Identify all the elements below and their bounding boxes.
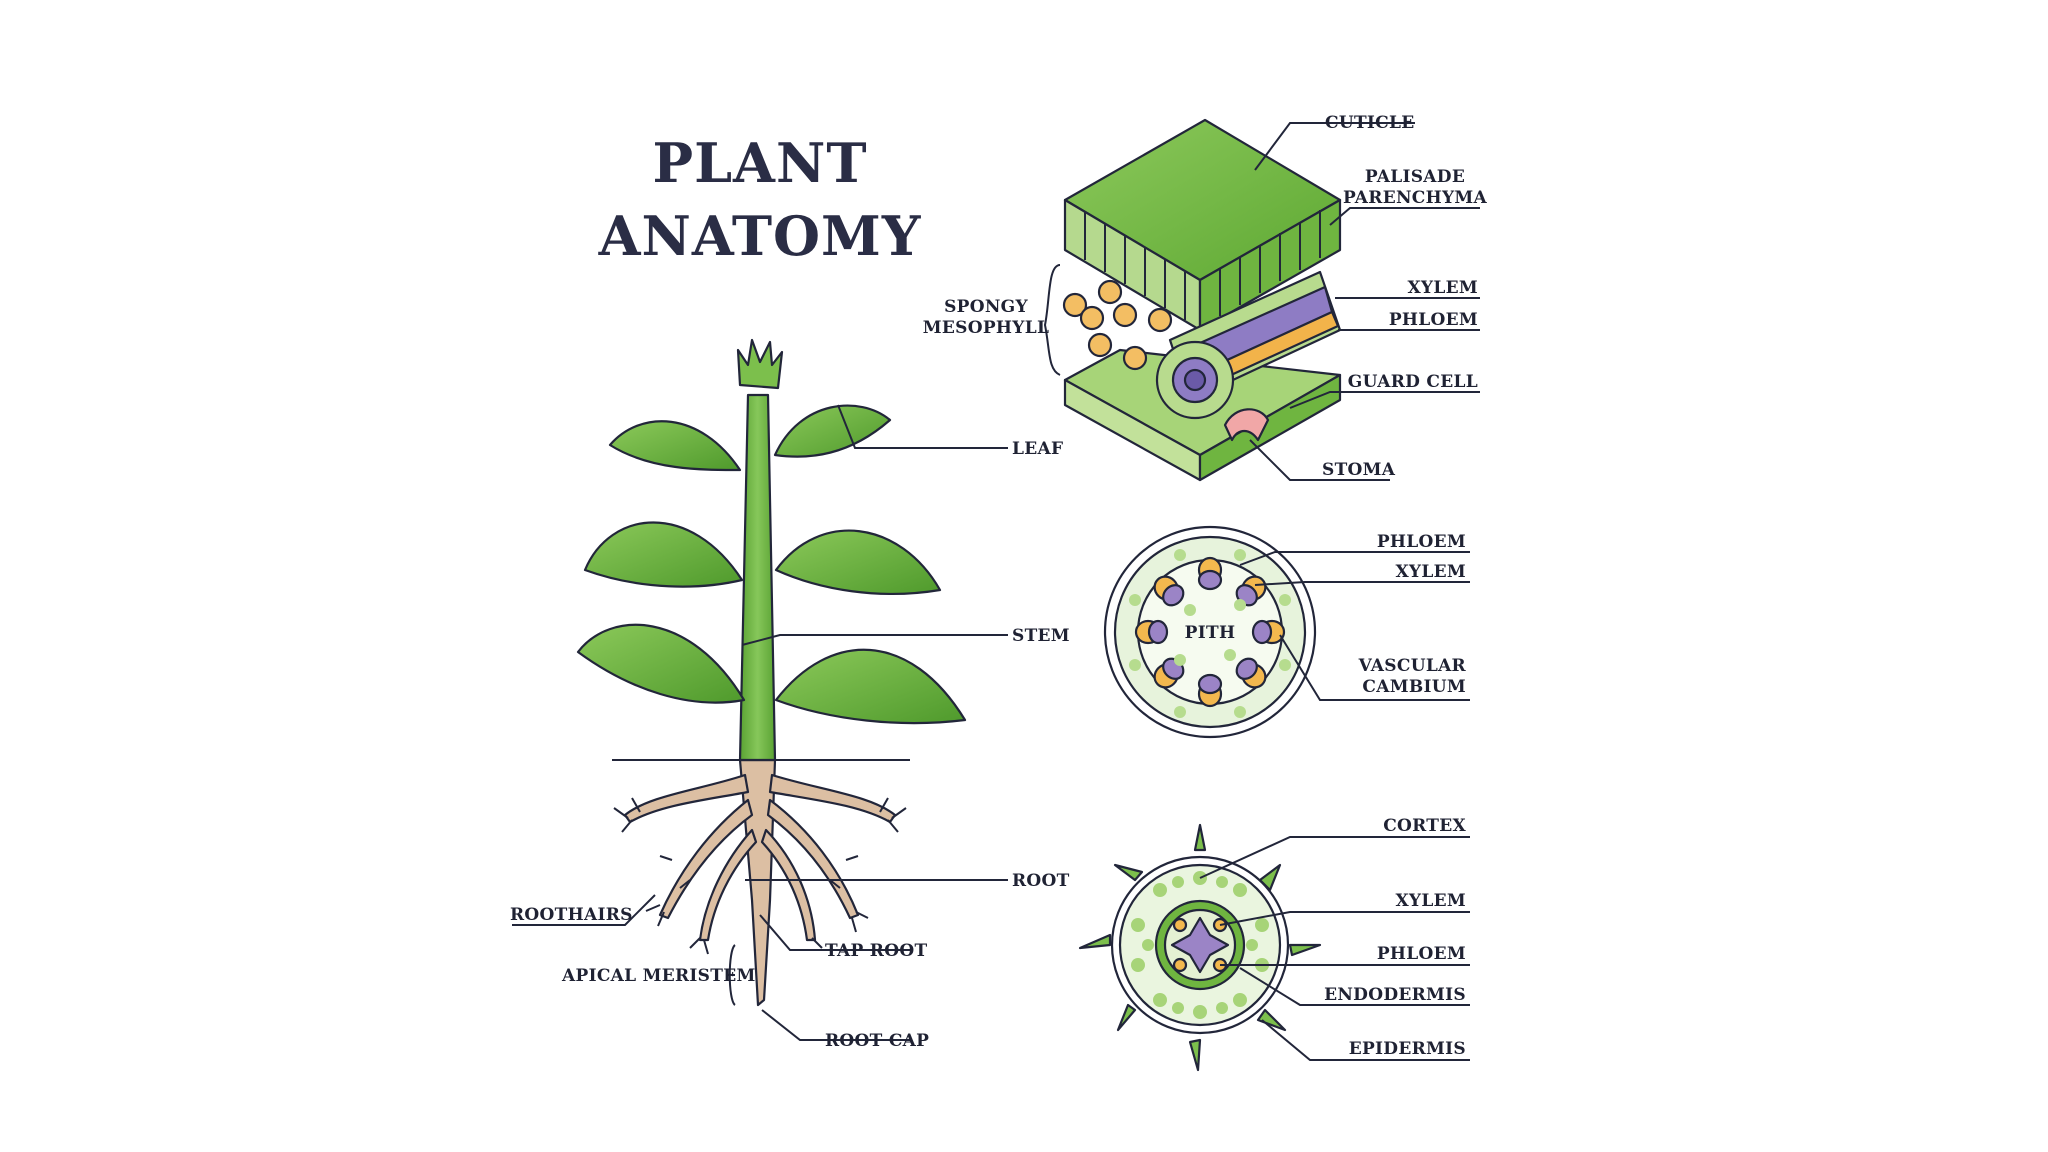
root-cross-section: CORTEX XYLEM PHLOEM ENDODERMIS EPIDERMIS bbox=[1078, 816, 1470, 1072]
vascular-bundle bbox=[1153, 575, 1185, 607]
label-endodermis: ENDODERMIS bbox=[1324, 985, 1466, 1005]
leaf-upper-left bbox=[608, 420, 742, 472]
bundle-xylem bbox=[1251, 619, 1273, 645]
lateral-root-right-2 bbox=[766, 798, 860, 920]
stem-shape bbox=[738, 393, 777, 762]
label-vascular-1: VASCULAR bbox=[1358, 656, 1467, 676]
leaves bbox=[576, 404, 967, 725]
label-root-phloem: PHLOEM bbox=[1377, 944, 1466, 964]
label-stem-phloem: PHLOEM bbox=[1377, 532, 1466, 552]
label-stoma: STOMA bbox=[1322, 460, 1396, 480]
plant-leader-lines bbox=[512, 404, 1008, 1041]
root-hairs bbox=[613, 797, 907, 955]
label-stem-xylem: XYLEM bbox=[1395, 562, 1466, 582]
stem-cross-section: PITH PHLOEM XYLEM VASCULAR CAMBIUM bbox=[1103, 525, 1470, 739]
leaf-middle-right bbox=[774, 529, 942, 596]
vein-bundle bbox=[1155, 270, 1342, 420]
label-cuticle: CUTICLE bbox=[1325, 113, 1415, 133]
label-spongy-1: SPONGY bbox=[944, 297, 1028, 317]
root-cortex-cells bbox=[1131, 871, 1269, 1019]
spongy-cells bbox=[1062, 279, 1173, 371]
root-xylem-core bbox=[1170, 916, 1230, 974]
root-leader-lines bbox=[1199, 836, 1470, 1061]
label-leaf: LEAF bbox=[1012, 439, 1063, 459]
lateral-root-right-3 bbox=[760, 828, 817, 942]
diagram-title: PLANT ANATOMY bbox=[598, 131, 922, 268]
bundle-xylem bbox=[1147, 619, 1169, 645]
label-epidermis: EPIDERMIS bbox=[1349, 1039, 1466, 1059]
vascular-bundle bbox=[1197, 556, 1223, 591]
label-roothairs: ROOTHAIRS bbox=[510, 905, 633, 925]
stem-cortex-dots bbox=[1129, 549, 1291, 718]
label-root-xylem: XYLEM bbox=[1395, 891, 1466, 911]
bundle-xylem bbox=[1235, 657, 1258, 680]
label-tap-root: TAP ROOT bbox=[825, 941, 927, 961]
guard-cell-shape bbox=[1223, 408, 1270, 442]
bundle-xylem bbox=[1197, 569, 1223, 591]
vascular-bundle bbox=[1197, 673, 1223, 708]
bud-shape bbox=[736, 338, 784, 390]
leaf-middle-left bbox=[583, 521, 744, 588]
stem-leader-lines bbox=[1239, 551, 1470, 701]
whole-plant-illustration: LEAF STEM ROOT ROOTHAIRS TAP ROOT APICAL… bbox=[510, 338, 1070, 1051]
leaf-lower-left bbox=[576, 623, 746, 704]
leaf-upper-right bbox=[773, 404, 892, 458]
leaf-section-leader-lines bbox=[1249, 122, 1480, 481]
label-cortex: CORTEX bbox=[1383, 816, 1466, 836]
bundle-xylem bbox=[1197, 673, 1223, 695]
root-phloem-patches bbox=[1172, 917, 1228, 973]
vascular-bundle bbox=[1235, 657, 1267, 689]
label-stem: STEM bbox=[1012, 626, 1070, 646]
label-spongy-2: MESOPHYLL bbox=[923, 318, 1049, 338]
label-palisade-1: PALISADE bbox=[1365, 167, 1465, 187]
title-line-2: ANATOMY bbox=[598, 204, 922, 268]
spongy-brace bbox=[1043, 264, 1061, 376]
title-line-1: PLANT bbox=[652, 131, 867, 195]
bundle-xylem bbox=[1162, 584, 1185, 607]
label-root-cap: ROOT CAP bbox=[825, 1031, 929, 1051]
leaf-cross-section: CUTICLE PALISADE PARENCHYMA SPONGY MESOP… bbox=[923, 113, 1488, 482]
vascular-bundle bbox=[1134, 619, 1169, 645]
label-apical-meristem: APICAL MERISTEM bbox=[561, 966, 756, 986]
lateral-root-left-2 bbox=[658, 798, 754, 920]
label-root: ROOT bbox=[1012, 871, 1070, 891]
palisade-cell-lines bbox=[1084, 210, 1321, 320]
vascular-bundle bbox=[1153, 657, 1185, 689]
label-palisade-2: PARENCHYMA bbox=[1343, 188, 1488, 208]
vascular-bundle bbox=[1251, 619, 1286, 645]
leaf-lower-right bbox=[774, 648, 967, 725]
palisade-side-face bbox=[1198, 198, 1342, 332]
label-vascular-2: CAMBIUM bbox=[1362, 677, 1466, 697]
label-leaf-phloem: PHLOEM bbox=[1389, 310, 1478, 330]
label-guard-cell: GUARD CELL bbox=[1348, 372, 1478, 392]
label-pith: PITH bbox=[1185, 623, 1236, 643]
root-hair-spikes bbox=[1078, 823, 1322, 1072]
label-leaf-xylem: XYLEM bbox=[1407, 278, 1478, 298]
